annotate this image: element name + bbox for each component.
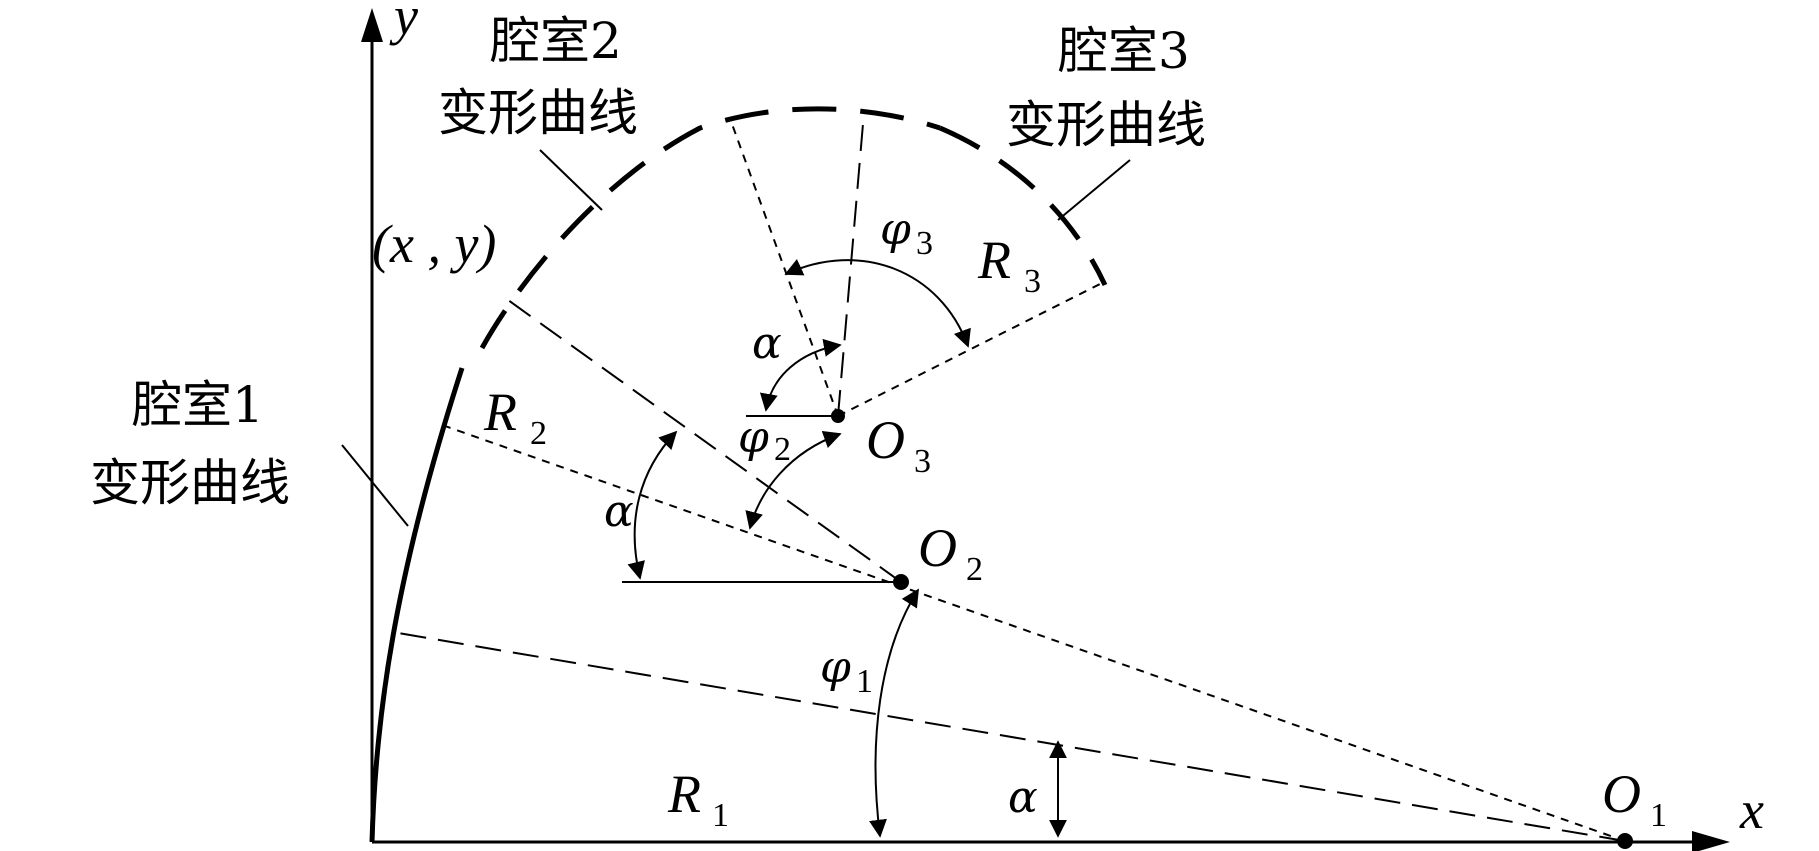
r1-label: R 1 bbox=[667, 764, 729, 834]
phi3-angle-arc bbox=[784, 259, 971, 348]
x-axis-label: x bbox=[1739, 780, 1764, 840]
radius-r3-line bbox=[837, 281, 1105, 417]
svg-text:3: 3 bbox=[914, 443, 931, 480]
svg-text:3: 3 bbox=[916, 225, 933, 262]
svg-text:φ: φ bbox=[880, 204, 911, 255]
svg-text:2: 2 bbox=[774, 431, 791, 468]
chamber1-deformation-curve bbox=[369, 367, 465, 843]
svg-text:2: 2 bbox=[966, 551, 983, 588]
chamber3-deformation-curve bbox=[939, 125, 1108, 287]
y-axis-arrowhead bbox=[361, 8, 383, 42]
phi1-angle-arc bbox=[869, 588, 919, 838]
chamber2-label-line2: 变形曲线 bbox=[438, 84, 638, 142]
svg-text:O: O bbox=[918, 518, 957, 578]
chamber3-leader-line bbox=[1057, 159, 1131, 221]
chamber1-label-line1: 腔室1 bbox=[132, 376, 264, 434]
alpha-angle-arc-o3 bbox=[759, 338, 842, 412]
svg-text:2: 2 bbox=[530, 415, 547, 452]
r3-label: R 3 bbox=[977, 230, 1041, 300]
radius-r2-line bbox=[507, 299, 902, 583]
svg-text:R: R bbox=[483, 382, 517, 442]
alpha-label-o2: α bbox=[604, 486, 634, 537]
chamber1-label-line2: 变形曲线 bbox=[90, 454, 290, 512]
point-xy-label: (x , y) bbox=[372, 214, 496, 274]
svg-text:1: 1 bbox=[712, 797, 729, 834]
y-axis-label: y bbox=[389, 0, 418, 46]
alpha-label-o1: α bbox=[1008, 772, 1038, 823]
chamber2-leader-line bbox=[539, 149, 603, 211]
svg-text:φ: φ bbox=[820, 642, 851, 693]
chamber2-label-line1: 腔室2 bbox=[490, 12, 622, 70]
svg-text:R: R bbox=[667, 764, 701, 824]
phi3-label: φ 3 bbox=[880, 204, 933, 262]
chamber1-leader-line bbox=[341, 444, 409, 527]
chamber2-deformation-curve bbox=[479, 106, 941, 350]
phi2-angle-arc bbox=[745, 431, 842, 530]
svg-text:R: R bbox=[977, 230, 1011, 290]
phi1-label: φ 1 bbox=[820, 642, 873, 700]
phi2-label: φ 2 bbox=[738, 412, 791, 468]
r2-label: R 2 bbox=[483, 382, 547, 452]
svg-text:1: 1 bbox=[856, 663, 873, 700]
svg-text:1: 1 bbox=[1650, 797, 1667, 834]
chamber3-label-line2: 变形曲线 bbox=[1006, 96, 1206, 154]
svg-text:φ: φ bbox=[738, 412, 769, 463]
o3-vertical-line bbox=[837, 111, 865, 417]
alpha-label-o3: α bbox=[752, 318, 782, 369]
o2-label: O 2 bbox=[918, 518, 983, 588]
chamber3-label-line1: 腔室3 bbox=[1058, 22, 1190, 80]
o3-label: O 3 bbox=[866, 410, 931, 480]
alpha-angle-arc-o2 bbox=[627, 430, 678, 580]
svg-text:O: O bbox=[1602, 764, 1641, 824]
radius-r1-line bbox=[397, 632, 1626, 842]
o1-label: O 1 bbox=[1602, 764, 1667, 834]
x-axis-arrowhead bbox=[1692, 831, 1730, 851]
svg-text:3: 3 bbox=[1024, 263, 1041, 300]
svg-text:O: O bbox=[866, 410, 905, 470]
